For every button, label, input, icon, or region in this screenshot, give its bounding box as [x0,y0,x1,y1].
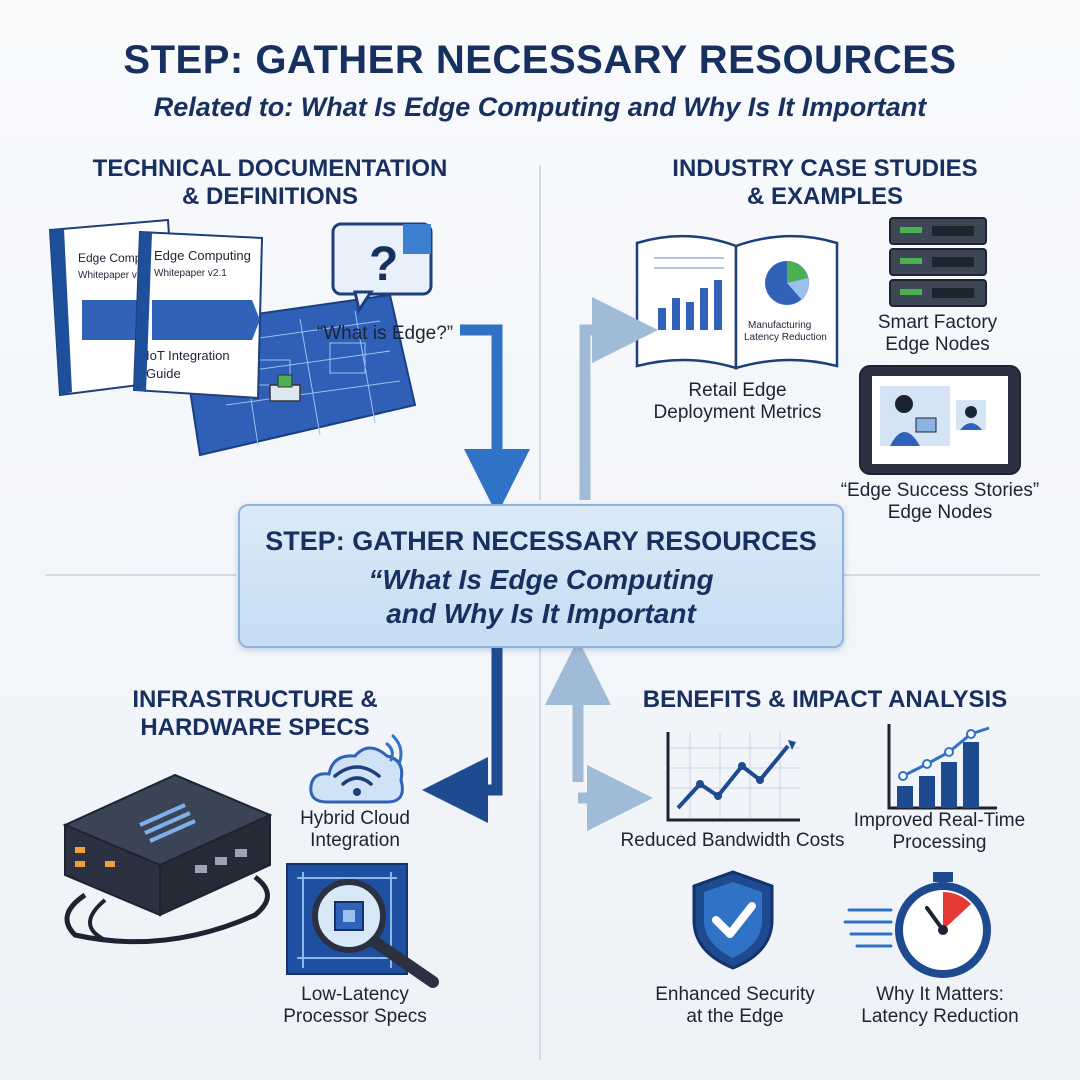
cloud-label: Hybrid Cloud Integration [300,808,410,851]
doc1-subtitle-text: Whitepaper v2.1 [78,270,151,281]
page-title: STEP: GATHER NECESSARY RESOURCES [123,38,957,82]
doc2-subtitle-text: Whitepaper v2.1 [154,268,227,279]
book-caption-line1: Manufacturing [748,320,811,331]
tablet-label: “Edge Success Stories” Edge Nodes [840,480,1040,523]
center-subtitle: “What Is Edge Computing and Why Is It Im… [368,564,714,629]
server-label: Smart Factory Edge Nodes [877,312,998,355]
center-title: STEP: GATHER NECESSARY RESOURCES [265,526,817,556]
timer-label: Why It Matters: Latency Reduction [861,984,1019,1027]
chart1-label: Reduced Bandwidth Costs [620,830,845,851]
section-heading-case-studies: INDUSTRY CASE STUDIES & EXAMPLES [672,155,978,210]
center-step-box: STEP: GATHER NECESSARY RESOURCES “What I… [238,504,844,648]
book-label: Retail Edge Deployment Metrics [653,380,822,423]
section-heading-infrastructure: INFRASTRUCTURE & HARDWARE SPECS [132,686,378,741]
arrow-docs-to-center [460,324,530,515]
arrow-center-to-case-studies [579,297,658,500]
bar-chart-icon [887,724,997,810]
page-subtitle: Related to: What Is Edge Computing and W… [153,92,927,122]
chart2-label: Improved Real-Time Processing [853,810,1026,853]
stopwatch-icon [843,872,991,978]
open-book-icon: Manufacturing Latency Reduction [635,234,839,370]
question-label: “What is Edge?” [316,323,454,344]
tablet-video-icon [859,365,1021,475]
integration-guide-doc-icon: Edge Computing Whitepaper v2.1 IoT Integ… [132,230,264,400]
cloud-wifi-icon [309,734,404,804]
doc2-title-text: Edge Computing [154,248,251,263]
question-bubble-icon: ? [331,222,433,314]
security-shield-icon [692,870,774,970]
processor-magnifier-icon [286,863,439,988]
server-rack-icon [889,217,987,307]
section-heading-benefits: BENEFITS & IMPACT ANALYSIS [642,686,1008,713]
edge-router-icon [62,773,273,945]
arrow-center-to-infrastructure [422,648,503,823]
chip-label: Low-Latency Processor Specs [283,984,427,1027]
section-heading-tech-docs: TECHNICAL DOCUMENTATION & DEFINITIONS [92,155,448,210]
svg-text:?: ? [369,238,398,291]
line-chart-icon [666,732,800,822]
guide-line2-text: Guide [146,366,181,381]
guide-line1-text: IoT Integration [146,348,230,363]
shield-label: Enhanced Security at the Edge [655,984,815,1027]
book-caption-line2: Latency Reduction [744,332,827,343]
